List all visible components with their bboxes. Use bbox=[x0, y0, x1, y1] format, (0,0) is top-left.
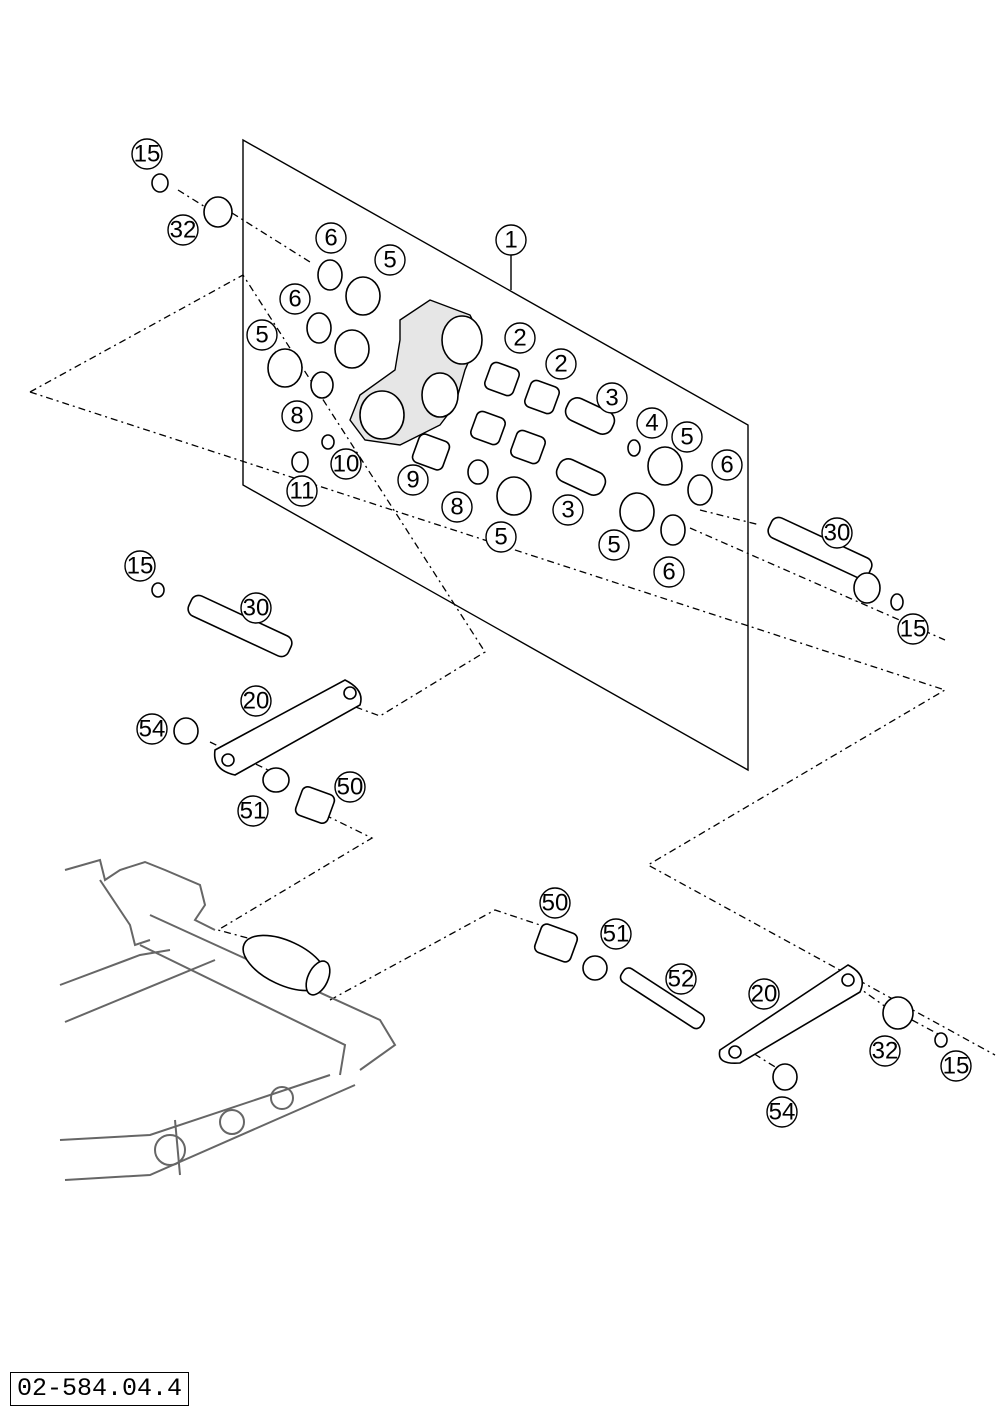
svg-text:6: 6 bbox=[324, 225, 337, 252]
svg-text:2: 2 bbox=[554, 351, 567, 378]
callout-30: 30 bbox=[240, 592, 272, 624]
svg-text:52: 52 bbox=[668, 966, 695, 993]
svg-text:20: 20 bbox=[751, 981, 778, 1008]
callout-8: 8 bbox=[281, 400, 313, 432]
callout-20: 20 bbox=[748, 978, 780, 1010]
svg-text:50: 50 bbox=[542, 890, 569, 917]
svg-text:54: 54 bbox=[769, 1099, 796, 1126]
callout-10: 10 bbox=[330, 448, 362, 480]
callout-5: 5 bbox=[485, 521, 517, 553]
callout-50: 50 bbox=[334, 771, 366, 803]
callout-11: 11 bbox=[286, 475, 318, 507]
svg-text:4: 4 bbox=[645, 410, 658, 437]
callout-6: 6 bbox=[279, 283, 311, 315]
callout-50: 50 bbox=[539, 887, 571, 919]
callout-52: 52 bbox=[665, 963, 697, 995]
svg-text:6: 6 bbox=[288, 286, 301, 313]
callout-30: 30 bbox=[821, 517, 853, 549]
callout-2: 2 bbox=[545, 348, 577, 380]
callout-1: 1 bbox=[495, 224, 527, 256]
svg-text:30: 30 bbox=[824, 520, 851, 547]
svg-text:5: 5 bbox=[680, 424, 693, 451]
svg-text:51: 51 bbox=[603, 921, 630, 948]
callout-5: 5 bbox=[374, 244, 406, 276]
svg-text:15: 15 bbox=[943, 1053, 970, 1080]
svg-text:15: 15 bbox=[900, 616, 927, 643]
callout-54: 54 bbox=[136, 713, 168, 745]
svg-text:20: 20 bbox=[243, 688, 270, 715]
svg-text:6: 6 bbox=[720, 452, 733, 479]
rocker-lever bbox=[349, 299, 483, 446]
callout-5: 5 bbox=[671, 421, 703, 453]
svg-text:32: 32 bbox=[170, 217, 197, 244]
svg-text:2: 2 bbox=[513, 325, 526, 352]
drawing-number: 02-584.04.4 bbox=[10, 1372, 190, 1406]
svg-text:32: 32 bbox=[872, 1038, 899, 1065]
svg-text:10: 10 bbox=[333, 451, 360, 478]
svg-text:54: 54 bbox=[139, 716, 166, 743]
pull-rods bbox=[213, 679, 864, 1065]
svg-text:15: 15 bbox=[134, 141, 161, 168]
svg-text:50: 50 bbox=[337, 774, 364, 801]
svg-text:8: 8 bbox=[290, 403, 303, 430]
callout-32: 32 bbox=[869, 1035, 901, 1067]
svg-text:51: 51 bbox=[240, 798, 267, 825]
assembly-lines bbox=[29, 189, 996, 1071]
svg-text:15: 15 bbox=[127, 553, 154, 580]
callout-32: 32 bbox=[167, 214, 199, 246]
svg-text:9: 9 bbox=[406, 467, 419, 494]
callout-54: 54 bbox=[766, 1096, 798, 1128]
svg-text:8: 8 bbox=[450, 494, 463, 521]
svg-text:3: 3 bbox=[561, 497, 574, 524]
callout-5: 5 bbox=[598, 529, 630, 561]
svg-text:11: 11 bbox=[290, 478, 315, 505]
svg-text:1: 1 bbox=[504, 227, 517, 254]
callout-51: 51 bbox=[600, 918, 632, 950]
callout-6: 6 bbox=[653, 556, 685, 588]
svg-text:5: 5 bbox=[383, 247, 396, 274]
callout-2: 2 bbox=[504, 322, 536, 354]
callout-15: 15 bbox=[897, 613, 929, 645]
callout-9: 9 bbox=[397, 464, 429, 496]
bushings-and-bearings bbox=[267, 259, 713, 546]
callout-15: 15 bbox=[124, 550, 156, 582]
svg-text:6: 6 bbox=[662, 559, 675, 586]
svg-text:30: 30 bbox=[243, 595, 270, 622]
callout-20: 20 bbox=[240, 685, 272, 717]
callout-3: 3 bbox=[596, 382, 628, 414]
callout-15: 15 bbox=[940, 1050, 972, 1082]
svg-text:5: 5 bbox=[494, 524, 507, 551]
callout-3: 3 bbox=[552, 494, 584, 526]
callout-15: 15 bbox=[131, 138, 163, 170]
svg-text:5: 5 bbox=[607, 532, 620, 559]
swingarm-frame bbox=[59, 858, 397, 1181]
fasteners bbox=[151, 173, 948, 1091]
assembly-frame bbox=[242, 138, 749, 772]
svg-text:5: 5 bbox=[255, 322, 268, 349]
callout-8: 8 bbox=[441, 491, 473, 523]
callout-6: 6 bbox=[315, 222, 347, 254]
svg-text:3: 3 bbox=[605, 385, 618, 412]
callout-5: 5 bbox=[246, 319, 278, 351]
callout-51: 51 bbox=[237, 795, 269, 827]
callout-6: 6 bbox=[711, 449, 743, 481]
callout-4: 4 bbox=[636, 407, 668, 439]
